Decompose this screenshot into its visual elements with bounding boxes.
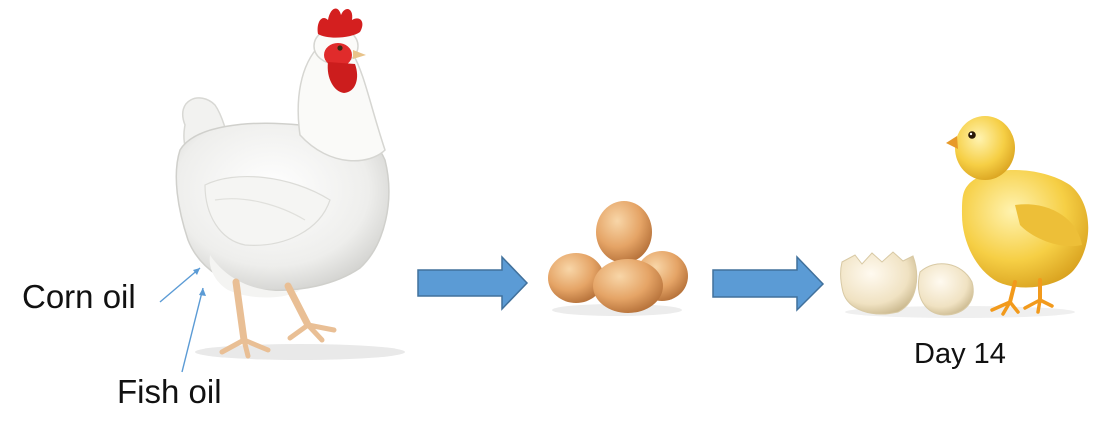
fish-oil-pointer [181,287,204,373]
corn-oil-pointer [159,267,201,303]
right-arrow-icon [712,255,825,312]
fish-oil-label: Fish oil [117,373,222,410]
right-arrow-icon [417,255,529,311]
eggs-cluster-illustration [548,201,688,316]
hen-illustration [175,8,405,360]
hatching-chick-illustration [840,116,1089,318]
day-label: Day 14 [914,338,1006,370]
corn-oil-label: Corn oil [22,278,136,315]
